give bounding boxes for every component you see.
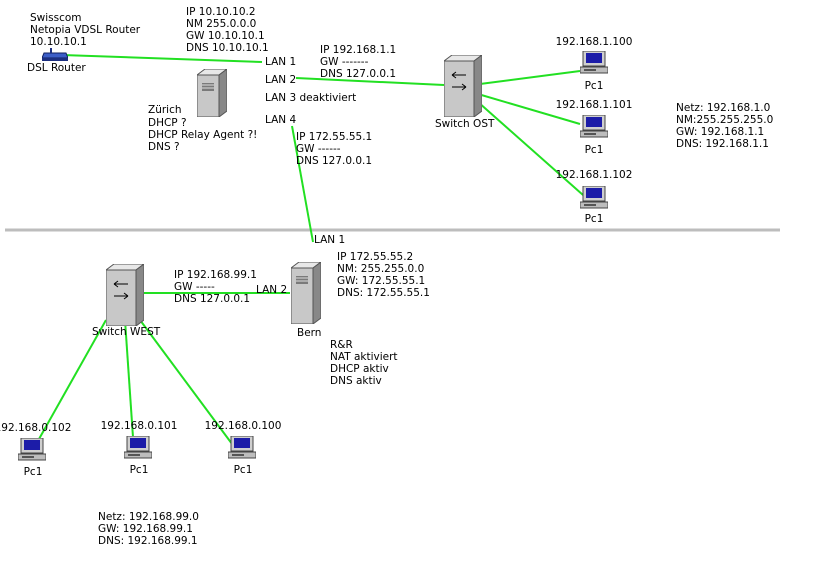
west-network-info: Netz: 192.168.99.0 GW: 192.168.99.1 DNS:… — [98, 511, 199, 547]
pc-icon[interactable] — [580, 115, 608, 138]
zurich-port-lan4: LAN 4 — [265, 114, 297, 126]
switch-west-icon[interactable] — [106, 264, 144, 326]
pc-icon[interactable] — [124, 436, 152, 459]
link-ost-pc-102 — [477, 101, 584, 196]
bern-lan1-config: IP 172.55.55.2 NM: 255.255.0.0 GW: 172.5… — [337, 251, 430, 299]
ost-pc-name: Pc1 — [584, 213, 604, 225]
ost-pc-ip: 192.168.1.101 — [555, 99, 633, 111]
west-pc-ip: 192.168.0.102 — [0, 422, 72, 434]
zurich-lan2-config: IP 192.168.1.1 GW ------- DNS 127.0.0.1 — [320, 44, 397, 80]
bern-lan1: LAN 1 — [314, 234, 346, 246]
ost-network-info: Netz: 192.168.1.0 NM:255.255.255.0 GW: 1… — [676, 102, 774, 150]
west-pc-name: Pc1 — [233, 464, 253, 476]
bern-name: Bern — [297, 327, 322, 339]
link-west-pc-102 — [29, 319, 107, 456]
link-west-pc-101 — [124, 319, 135, 453]
pc-icon[interactable] — [228, 436, 256, 459]
switch-west-label: Switch WEST — [92, 326, 161, 338]
west-pc-name: Pc1 — [129, 464, 149, 476]
zurich-services: DHCP ? DHCP Relay Agent ?! DNS ? — [148, 117, 258, 153]
pc-icon[interactable] — [18, 438, 46, 461]
link-zurich-bern — [291, 125, 314, 243]
ost-pc-name: Pc1 — [584, 80, 604, 92]
link-zurich-switch-ost — [295, 77, 445, 86]
west-pc-ip: 192.168.0.100 — [204, 420, 282, 432]
switch-ost-label: Switch OST — [435, 118, 495, 130]
zurich-port-lan2: LAN 2 — [265, 74, 297, 86]
bern-server-icon[interactable] — [291, 262, 321, 324]
router-wan-config: IP 10.10.10.2 NM 255.0.0.0 GW 10.10.10.1… — [186, 6, 269, 54]
link-west-pc-100 — [139, 319, 239, 453]
switch-ost-icon[interactable] — [444, 55, 482, 117]
ost-pc-ip: 192.168.1.100 — [555, 36, 633, 48]
link-ost-pc-101 — [477, 93, 581, 125]
zurich-port-lan3: LAN 3 deaktiviert — [265, 92, 357, 104]
router-label: DSL Router — [27, 62, 86, 74]
west-pc-name: Pc1 — [23, 466, 43, 478]
bern-services: R&R NAT aktiviert DHCP aktiv DNS aktiv — [330, 339, 398, 387]
router-name: Swisscom Netopia VDSL Router 10.10.10.1 — [30, 12, 141, 48]
zurich-server-icon[interactable] — [197, 69, 227, 117]
link-ost-pc-100 — [479, 70, 581, 85]
zurich-name: Zürich — [148, 104, 182, 116]
zurich-lan4-config: IP 172.55.55.1 GW ------ DNS 127.0.0.1 — [296, 131, 373, 167]
bern-lan2-config: IP 192.168.99.1 GW ----- DNS 127.0.0.1 — [174, 269, 257, 305]
pc-icon[interactable] — [580, 51, 608, 74]
west-pc-ip: 192.168.0.101 — [100, 420, 178, 432]
ost-pc-name: Pc1 — [584, 144, 604, 156]
zurich-port-lan1: LAN 1 — [265, 56, 297, 68]
link-router-zurich — [61, 54, 263, 63]
links — [29, 54, 584, 456]
ost-pc-ip: 192.168.1.102 — [555, 169, 633, 181]
pc-icon[interactable] — [580, 186, 608, 209]
bern-lan2: LAN 2 — [256, 284, 288, 296]
dsl-router-icon[interactable] — [42, 48, 68, 62]
